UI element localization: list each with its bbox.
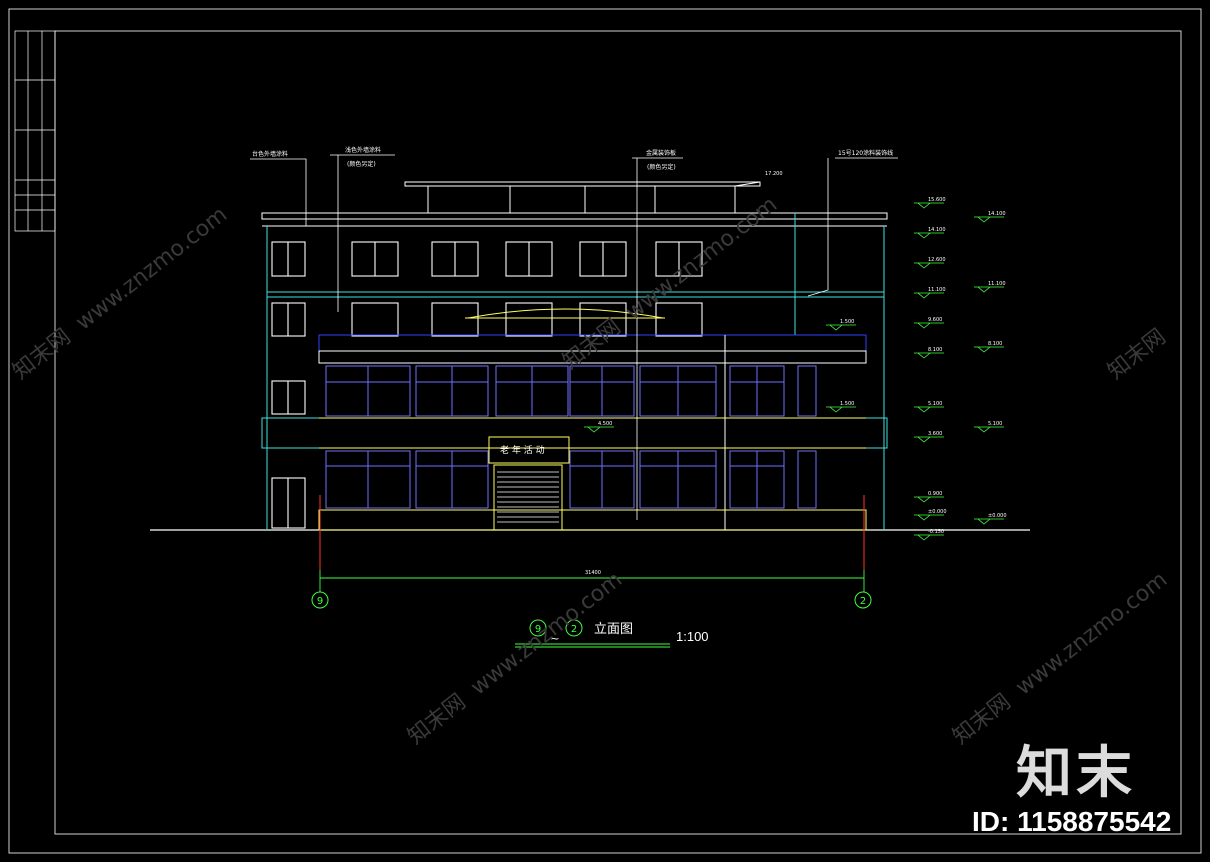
elevation-label: 15.600 (928, 197, 946, 203)
overall-dimension: 31400 (585, 570, 601, 576)
title-bubble-from (529, 619, 547, 637)
callout-5: (颜色另定) (647, 163, 676, 171)
elevation-symbol (914, 352, 944, 359)
elevation-symbol (914, 202, 944, 209)
elevation-symbol (584, 426, 614, 433)
elevation-label: 8.100 (928, 347, 942, 353)
canopy-arc (467, 308, 664, 319)
inner-frame (54, 30, 1182, 835)
elevation-label: 8.100 (988, 341, 1002, 347)
drawing-title: 9 ~ 2 立面图 1:100 (515, 619, 709, 648)
watermark-brand: 知末网 (1103, 324, 1170, 384)
elevation-label: 14.100 (988, 211, 1006, 217)
title-text: 立面图 (594, 622, 633, 637)
title-block (14, 30, 56, 232)
elevation-symbol (826, 324, 856, 331)
elevation-symbol (914, 436, 944, 443)
watermark-id: ID: 1158875542 (972, 806, 1172, 837)
podium-block (261, 334, 888, 531)
elevation-label: 5.100 (988, 421, 1002, 427)
elevation-label: ±0.000 (988, 513, 1007, 519)
elevation-label: 5.100 (928, 401, 942, 407)
elevation-symbol (914, 262, 944, 269)
elevation-symbol (974, 216, 1004, 223)
callout-4: 金属装饰板 (646, 149, 676, 157)
callout-6: 15号120涂料装饰线 (838, 149, 893, 157)
title-from: 9 (535, 624, 541, 635)
elevation-label: 11.100 (988, 281, 1006, 287)
callout-texts: 台色外墙涂料 浅色外墙涂料 (颜色另定) 金属装饰板 (颜色另定) 15号120… (252, 146, 893, 171)
elevation-label: 14.100 (928, 227, 946, 233)
elevation-label: 1.500 (840, 319, 854, 325)
elevation-symbol (914, 292, 944, 299)
elevation-symbol (914, 232, 944, 239)
entrance-sign: 老 年 活 动 (500, 444, 545, 456)
axis-label-left: 9 (317, 596, 323, 607)
elevation-label: 4.500 (598, 421, 612, 427)
elevation-marks-inner: 1.500 4.500 1.500 (584, 319, 856, 433)
entrance-shutter (497, 471, 559, 523)
watermark-url: www.znzmo.com (71, 202, 232, 335)
title-scale: 1:100 (676, 629, 709, 644)
elevation-label: -0.150 (928, 529, 944, 535)
upper-windows (271, 241, 703, 529)
watermark-brand: 知末网 (948, 689, 1015, 749)
elevation-symbol (974, 426, 1004, 433)
watermark-brand: 知末网 (403, 689, 470, 749)
elevation-symbol (914, 534, 944, 541)
elevation-symbol (826, 406, 856, 413)
podium-glazing (325, 365, 817, 509)
elevation-label: 11.100 (928, 287, 946, 293)
axis-label-right: 2 (860, 596, 866, 607)
elevation-symbol (974, 346, 1004, 353)
callout-leaders (250, 154, 898, 520)
elevation-label: 3.600 (928, 431, 942, 437)
watermark-url: www.znzmo.com (1011, 567, 1172, 700)
watermark-brand: 知末网 (8, 324, 75, 384)
title-bubble-to (565, 619, 583, 637)
elevation-marks-column-b: 14.100 11.100 8.100 5.100 ±0.000 (974, 211, 1007, 525)
outer-frame (8, 8, 1202, 854)
axis-bubble-right (854, 591, 872, 609)
callout-1: 台色外墙涂料 (252, 150, 288, 158)
elevation-symbol (914, 406, 944, 413)
watermark-logo: 知末 (1016, 741, 1136, 806)
elevation-label: 0.900 (928, 491, 942, 497)
roof-structure (261, 181, 888, 227)
elevation-label: 12.600 (928, 257, 946, 263)
top-elevation: 17.200 (765, 171, 783, 177)
entrance (488, 436, 570, 531)
elevation-label: ±0.000 (928, 509, 947, 515)
title-to: 2 (571, 624, 577, 635)
elevation-symbol (974, 518, 1004, 525)
elevation-symbol (914, 496, 944, 503)
elevation-label: 1.500 (840, 401, 854, 407)
elevation-symbol (974, 286, 1004, 293)
axis-bubble-left (311, 591, 329, 609)
callout-2: 浅色外墙涂料 (345, 146, 381, 154)
elevation-symbol (914, 514, 944, 521)
callout-3: (颜色另定) (347, 160, 376, 168)
elevation-marks-column-a: 15.600 14.100 12.600 11.100 9.600 8.100 5.100 3… (914, 197, 947, 541)
building-body (266, 213, 885, 530)
elevation-symbol (914, 322, 944, 329)
elevation-label: 9.600 (928, 317, 942, 323)
title-tilde: ~ (550, 632, 559, 645)
